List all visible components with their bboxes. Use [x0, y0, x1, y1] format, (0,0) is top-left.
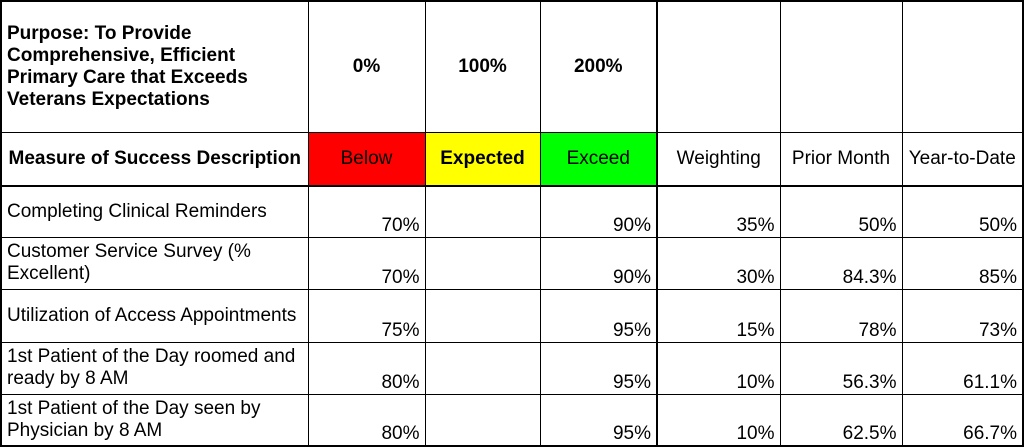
expected-threshold: [424, 288, 541, 343]
column-header-measure: Measure of Success Description: [0, 131, 309, 187]
expected-threshold: [424, 341, 541, 395]
measure-description: 1st Patient of the Day roomed and ready …: [0, 341, 309, 395]
column-header-ytd: Year-to-Date: [901, 131, 1024, 187]
weighting-value: 30%: [656, 236, 781, 290]
prior-month-value: 84.3%: [779, 236, 903, 290]
prior-month-value: 50%: [779, 185, 903, 238]
column-header-below: Below: [307, 131, 426, 187]
empty-header-cell: [901, 0, 1024, 133]
table-row: Customer Service Survey (% Excellent) 70…: [0, 236, 1024, 290]
empty-header-cell: [779, 0, 903, 133]
below-threshold: 75%: [307, 288, 426, 343]
scale-header-row: Purpose: To Provide Comprehensive, Effic…: [0, 0, 1024, 133]
exceed-threshold: 95%: [539, 393, 658, 447]
measure-description: 1st Patient of the Day seen by Physician…: [0, 393, 309, 447]
measure-description: Completing Clinical Reminders: [0, 185, 309, 238]
prior-month-value: 78%: [779, 288, 903, 343]
exceed-threshold: 95%: [539, 341, 658, 395]
weighting-value: 35%: [656, 185, 781, 238]
expected-threshold: [424, 393, 541, 447]
weighting-value: 10%: [656, 393, 781, 447]
weighting-value: 15%: [656, 288, 781, 343]
ytd-value: 85%: [901, 236, 1024, 290]
scale-200-percent: 200%: [539, 0, 658, 133]
ytd-value: 66.7%: [901, 393, 1024, 447]
ytd-value: 50%: [901, 185, 1024, 238]
below-threshold: 80%: [307, 393, 426, 447]
prior-month-value: 62.5%: [779, 393, 903, 447]
exceed-threshold: 95%: [539, 288, 658, 343]
column-header-expected: Expected: [424, 131, 541, 187]
exceed-threshold: 90%: [539, 185, 658, 238]
column-header-exceed: Exceed: [539, 131, 658, 187]
empty-header-cell: [656, 0, 781, 133]
expected-threshold: [424, 185, 541, 238]
scale-100-percent: 100%: [424, 0, 541, 133]
table-row: 1st Patient of the Day roomed and ready …: [0, 341, 1024, 395]
below-threshold: 70%: [307, 185, 426, 238]
ytd-value: 61.1%: [901, 341, 1024, 395]
expected-threshold: [424, 236, 541, 290]
column-header-prior-month: Prior Month: [779, 131, 903, 187]
purpose-statement: Purpose: To Provide Comprehensive, Effic…: [0, 0, 309, 133]
column-header-row: Measure of Success Description Below Exp…: [0, 131, 1024, 187]
below-threshold: 80%: [307, 341, 426, 395]
prior-month-value: 56.3%: [779, 341, 903, 395]
exceed-threshold: 90%: [539, 236, 658, 290]
ytd-value: 73%: [901, 288, 1024, 343]
below-threshold: 70%: [307, 236, 426, 290]
scale-0-percent: 0%: [307, 0, 426, 133]
weighting-value: 10%: [656, 341, 781, 395]
column-header-weighting: Weighting: [656, 131, 781, 187]
table-row: 1st Patient of the Day seen by Physician…: [0, 393, 1024, 447]
table-row: Completing Clinical Reminders 70% 90% 35…: [0, 185, 1024, 238]
table-row: Utilization of Access Appointments 75% 9…: [0, 288, 1024, 343]
measure-description: Customer Service Survey (% Excellent): [0, 236, 309, 290]
measure-description: Utilization of Access Appointments: [0, 288, 309, 343]
